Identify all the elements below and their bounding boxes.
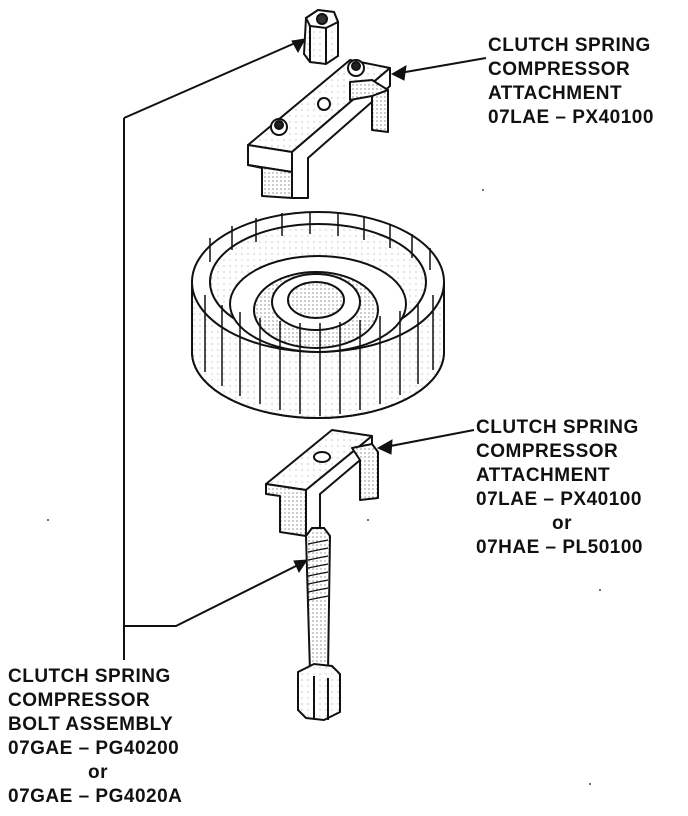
callout-line: ATTACHMENT bbox=[476, 465, 611, 486]
part-number: 07LAE – PX40100 bbox=[488, 107, 654, 128]
part-number: 07GAE – PG4020A bbox=[8, 786, 183, 807]
top-attachment-callout: CLUTCH SPRING COMPRESSOR ATTACHMENT 07LA… bbox=[488, 34, 654, 130]
callout-line: CLUTCH SPRING bbox=[476, 417, 639, 438]
callout-line: COMPRESSOR bbox=[8, 690, 151, 711]
callout-line: BOLT ASSEMBLY bbox=[8, 714, 174, 735]
or-separator: or bbox=[552, 513, 572, 534]
top-compressor-attachment bbox=[247, 59, 391, 199]
clutch-drum bbox=[191, 211, 445, 419]
compressor-bolt-assembly bbox=[297, 527, 341, 722]
arrowheads bbox=[291, 38, 407, 574]
or-separator: or bbox=[88, 762, 108, 783]
leader-lines bbox=[123, 39, 487, 660]
part-number: 07HAE – PL50100 bbox=[476, 537, 643, 558]
callout-line: CLUTCH SPRING bbox=[488, 35, 651, 56]
callout-line: ATTACHMENT bbox=[488, 83, 623, 104]
bottom-compressor-attachment bbox=[265, 429, 379, 537]
part-number: 07GAE – PG40200 bbox=[8, 738, 180, 759]
callout-line: CLUTCH SPRING bbox=[8, 666, 171, 687]
top-hex-nut bbox=[302, 8, 340, 66]
bottom-attachment-callout: CLUTCH SPRING COMPRESSOR ATTACHMENT 07LA… bbox=[476, 416, 643, 560]
bolt-assembly-callout: CLUTCH SPRING COMPRESSOR BOLT ASSEMBLY 0… bbox=[8, 665, 182, 809]
callout-line: COMPRESSOR bbox=[488, 59, 631, 80]
part-number: 07LAE – PX40100 bbox=[476, 489, 642, 510]
callout-line: COMPRESSOR bbox=[476, 441, 619, 462]
scan-specks bbox=[47, 189, 601, 785]
